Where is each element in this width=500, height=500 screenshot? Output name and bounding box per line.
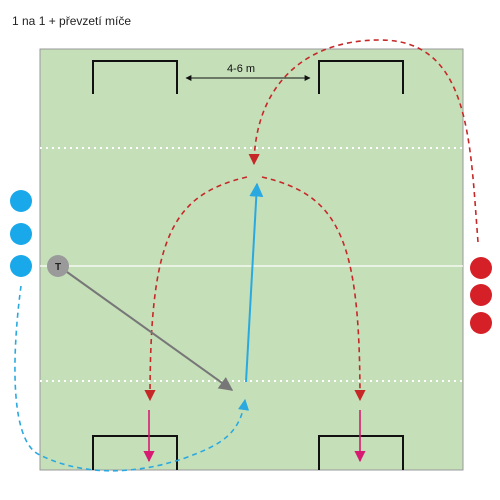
goal-bottom-right: [318, 435, 404, 470]
goal-top-left: [92, 60, 178, 94]
red-player-1: [470, 257, 492, 279]
blue-pass-arrow: [245, 182, 264, 383]
blue-player-2: [10, 223, 32, 245]
red-run-left: [144, 176, 248, 402]
red-run-outer: [248, 39, 479, 243]
blue-player-3: [10, 255, 32, 277]
red-player-2: [470, 284, 492, 306]
goal-top-right: [318, 60, 404, 94]
pitch: [39, 48, 464, 471]
red-player-3: [470, 312, 492, 334]
blue-run: [14, 285, 250, 472]
red-run-right: [261, 176, 366, 402]
blue-player-1: [10, 190, 32, 212]
distance-label: 4-6 m: [227, 63, 255, 75]
drill-title: 1 na 1 + převzetí míče: [12, 14, 132, 28]
goal-bottom-left: [92, 435, 178, 470]
coach-label: T: [55, 262, 61, 273]
coach-pass-arrow: [66, 271, 234, 391]
coach-marker: [47, 255, 69, 277]
